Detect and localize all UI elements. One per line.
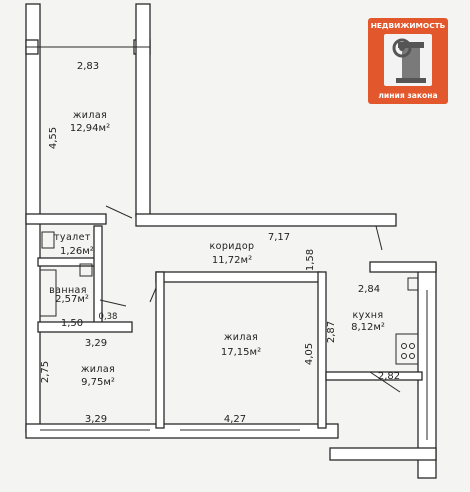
sink-fixture — [79, 263, 93, 277]
living2-name: жилая — [224, 332, 258, 343]
dim-2-82: 2,82 — [378, 371, 400, 382]
living1-name: жилая — [73, 110, 107, 121]
logo-bottom-text: линия закона — [378, 91, 438, 100]
wall-kitchen-bottom — [325, 371, 423, 381]
kitchen-area: 8,12м² — [351, 322, 385, 333]
room-labels: жилая 12,94м² туалет 1,26м² коридор 11,7… — [49, 110, 385, 388]
doors — [99, 205, 401, 393]
column-emblem-icon — [384, 34, 432, 86]
door-bath — [99, 299, 127, 307]
wall-bottom — [25, 423, 339, 439]
dim-1-58: 1,58 — [305, 249, 316, 271]
dim-4-55: 4,55 — [48, 127, 59, 149]
dim-4-27: 4,27 — [224, 414, 246, 425]
bathroom-name: ванная — [49, 285, 87, 296]
stove-fixture — [395, 333, 419, 365]
windows — [26, 46, 428, 440]
dim-2-83: 2,83 — [77, 61, 99, 72]
dim-2-87: 2,87 — [326, 321, 337, 343]
wall-living2-left — [155, 271, 165, 429]
logo-top-text: НЕДВИЖИМОСТЬ — [370, 21, 446, 30]
living3-name: жилая — [81, 364, 115, 375]
dim-7-17: 7,17 — [268, 232, 290, 243]
living3-area: 9,75м² — [81, 377, 115, 388]
door-entry — [375, 225, 383, 251]
door-kitchen — [369, 371, 401, 393]
dimension-labels: 2,83 4,55 7,17 1,58 2,84 1,50 0,38 3,29 … — [40, 61, 400, 425]
kitchen-sink-fixture — [407, 277, 419, 291]
corridor-area: 11,72м² — [212, 255, 252, 266]
living2-area: 17,15м² — [221, 347, 261, 358]
dim-4-05: 4,05 — [304, 343, 315, 365]
agency-logo: НЕДВИЖИМОСТЬ линия закона — [368, 18, 448, 104]
bathroom-area: 2,57м² — [55, 294, 89, 305]
wall-corridor-top — [135, 213, 397, 227]
wall-bottom-kitchen — [329, 447, 437, 461]
toilet-name: туалет — [54, 232, 91, 243]
wall-living3-top — [37, 321, 133, 333]
toilet-fixture — [41, 231, 55, 249]
walls — [25, 3, 437, 479]
kitchen-name: кухня — [353, 310, 384, 321]
dim-1-50: 1,50 — [61, 318, 83, 329]
wall-living1-right — [135, 3, 151, 217]
wall-living1-bottom — [25, 213, 107, 225]
dim-3-29-bottom: 3,29 — [85, 414, 107, 425]
dim-0-38: 0,38 — [99, 312, 118, 322]
dim-3-29-top: 3,29 — [85, 338, 107, 349]
fixtures — [39, 231, 419, 365]
wall-living2-right — [317, 271, 327, 429]
living1-area: 12,94м² — [70, 123, 110, 134]
wall-kitchen-top — [369, 261, 437, 273]
toilet-area: 1,26м² — [60, 246, 94, 257]
dim-2-84: 2,84 — [358, 284, 380, 295]
door-living1 — [105, 205, 133, 219]
corridor-name: коридор — [210, 241, 255, 252]
dim-2-75: 2,75 — [40, 361, 51, 383]
bathtub-fixture — [39, 269, 57, 317]
door-living3 — [149, 287, 157, 303]
wall-living2-top — [155, 271, 321, 283]
wall-toilet-bottom — [37, 257, 101, 267]
